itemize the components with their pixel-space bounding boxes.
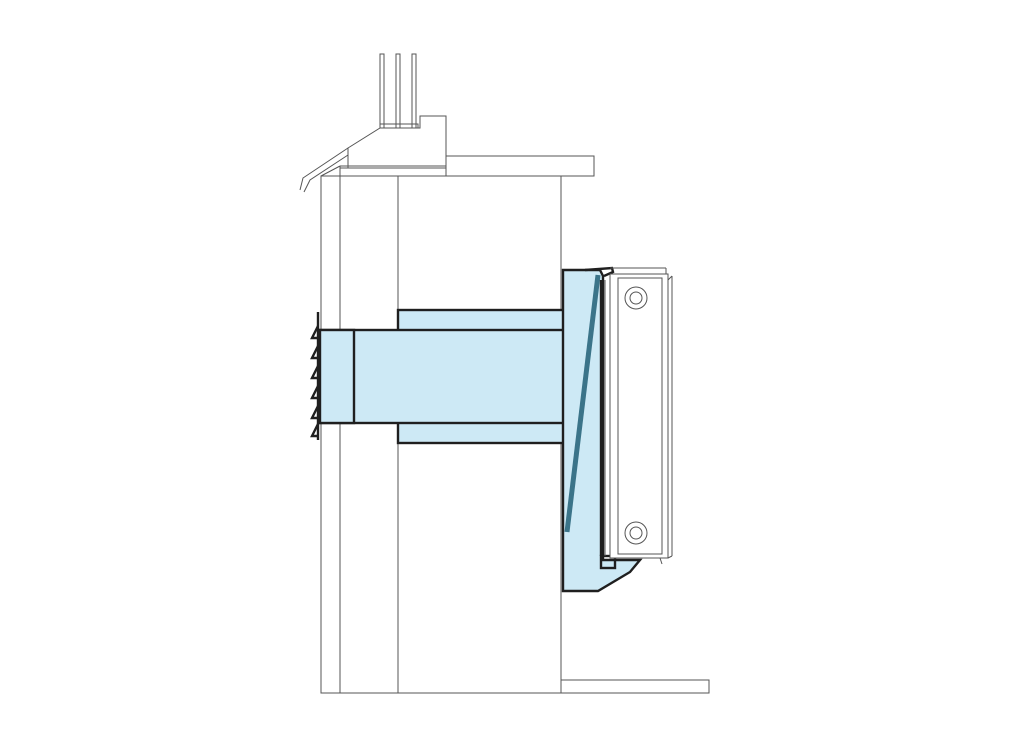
air-duct xyxy=(318,328,566,425)
external-louvre-grille xyxy=(310,312,320,440)
window-frame-uprights xyxy=(379,53,417,131)
unit-back-plate xyxy=(599,280,606,556)
radiator-panel xyxy=(609,267,673,565)
filter-element xyxy=(564,274,601,533)
window-sill xyxy=(299,115,595,193)
floor-skirting xyxy=(560,679,710,694)
radiator-valve-top xyxy=(624,286,648,310)
radiator-valve-bottom xyxy=(624,521,648,545)
